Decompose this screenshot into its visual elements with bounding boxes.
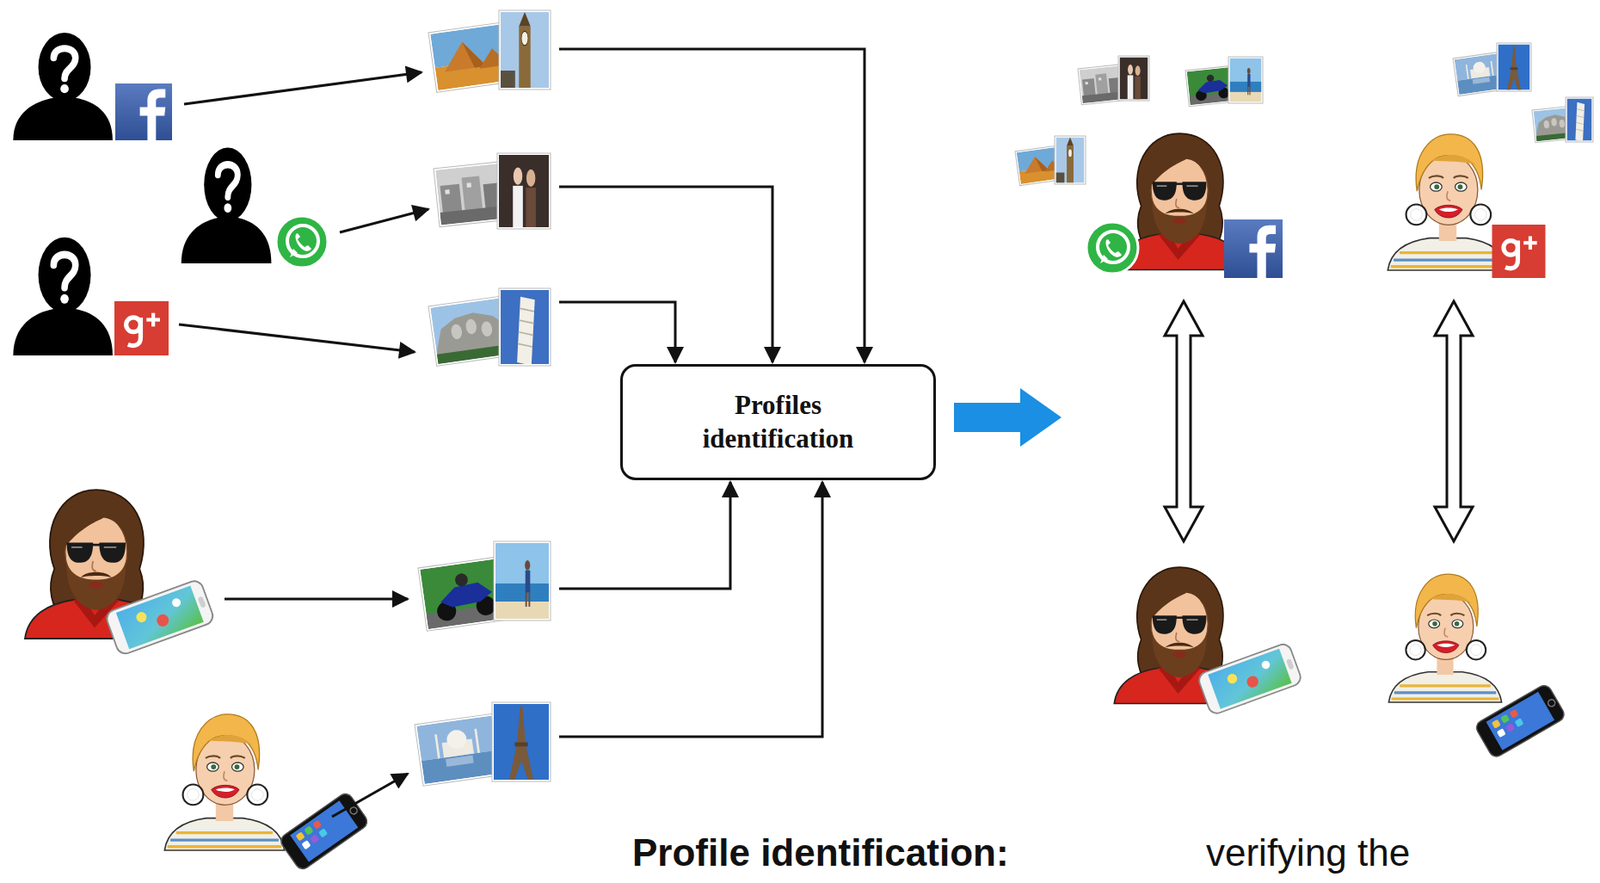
googleplus-icon [1492,224,1546,278]
iphone [1473,682,1567,759]
match-arrow [1164,301,1203,542]
device-user [164,713,284,850]
process-box: Profiles identification [620,363,936,480]
facebook-icon [1224,219,1283,278]
whatsapp-icon [276,215,328,268]
googleplus-icon [114,301,169,356]
photo-pair [428,288,551,366]
photo-pair [418,541,551,631]
photo-group [1452,43,1594,143]
result-arrow [953,387,1062,447]
whatsapp-icon [1086,221,1139,274]
match-arrow [1434,301,1473,542]
facebook-icon [115,83,173,141]
device-user [1388,573,1502,702]
caption-text: verifying the [1206,830,1410,875]
anonymous-profile [12,237,113,356]
photo-pair [433,153,551,229]
anonymous-profile [181,147,272,264]
identified-profile [1387,134,1508,271]
box-label: Profiles identification [675,388,882,456]
samsung-phone [1196,641,1303,716]
caption-text: Profile identification: [632,830,1010,875]
photo-pair [414,701,551,786]
anonymous-profile [12,32,113,141]
samsung-phone [104,578,216,656]
photo-pair [428,10,551,93]
